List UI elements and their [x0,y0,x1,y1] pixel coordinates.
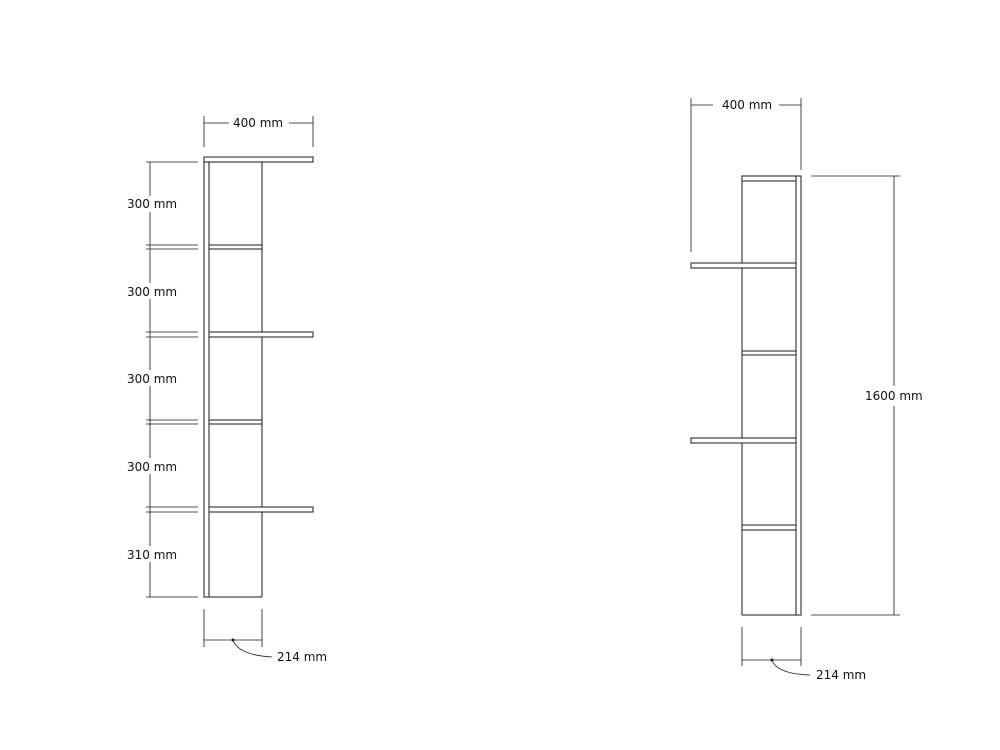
side-view-height-dimension [811,175,900,616]
front-view: 300 mm 300 mm 300 mm 300 mm 310 mm 400 m… [124,116,327,664]
side-view-inner-shelf-2 [741,524,797,531]
front-view-width-dimension [203,116,314,147]
front-view-top-shelf [203,156,314,163]
front-view-side-panel [203,157,210,598]
front-view-depth-dimension [203,609,273,658]
side-view-long-shelf-1 [690,262,797,269]
side-view-depth-label: 214 mm [816,668,866,682]
side-view-side-panel [795,175,802,616]
front-view-depth-label: 214 mm [277,650,327,664]
front-view-section-label-1: 300 mm [127,197,177,211]
front-view-section-label-4: 300 mm [127,460,177,474]
side-view-long-shelf-2 [690,437,797,444]
side-view-width-label: 400 mm [722,98,772,112]
front-view-section-label-2: 300 mm [127,285,177,299]
side-view-width-dimension [690,98,802,252]
side-view-inner-shelf-top [741,175,797,182]
front-view-long-shelf-2 [208,506,314,513]
side-view: 400 mm 1600 mm 214 mm [690,98,923,682]
front-view-section-label-5: 310 mm [127,548,177,562]
side-view-depth-dimension [741,627,811,676]
side-view-height-label: 1600 mm [865,389,923,403]
front-view-width-label: 400 mm [233,116,283,130]
front-view-inner-shelf-1 [208,244,263,250]
front-view-inner-shelf-2 [208,419,263,425]
side-view-inner-shelf-1 [741,350,797,356]
front-view-section-label-3: 300 mm [127,372,177,386]
front-view-long-shelf-1 [208,331,314,338]
